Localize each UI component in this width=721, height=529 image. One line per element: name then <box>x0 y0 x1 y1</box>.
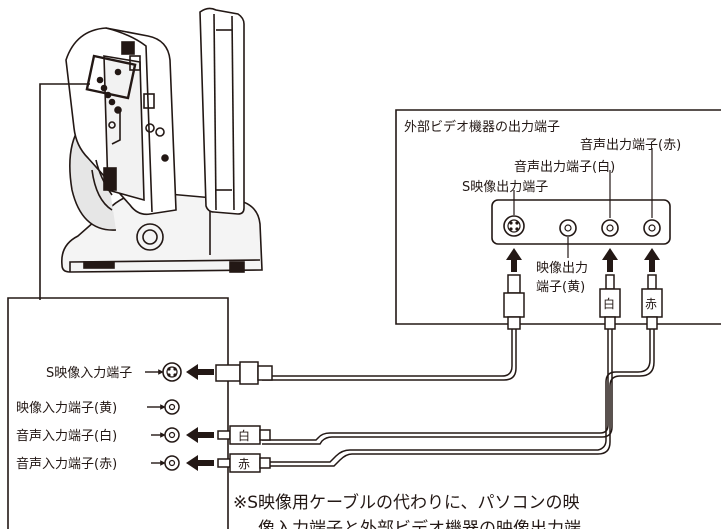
input-jack-highlight-box <box>85 54 137 100</box>
video-out-jack-icon <box>559 219 577 237</box>
video-in-jack-icon <box>164 399 180 415</box>
audio-in-white-jack-icon <box>164 427 180 443</box>
external-device-box <box>395 109 721 325</box>
audio-in-red-label: 音声入力端子(赤) <box>16 456 117 472</box>
s-video-out-label: S映像出力端子 <box>462 180 548 195</box>
plug-tag-white-external: 白 <box>603 296 615 311</box>
audio-out-red-jack-icon <box>643 219 661 237</box>
audio-out-white-label: 音声出力端子(白) <box>514 159 615 175</box>
s-video-out-jack-icon <box>503 215 525 237</box>
audio-red-plug-icon <box>641 274 663 330</box>
note-line-2: 像入力端子と外部ビデオ機器の映像出力端 <box>258 518 581 529</box>
audio-out-white-jack-icon <box>601 219 619 237</box>
plug-tag-red-unit: 赤 <box>238 457 250 471</box>
s-video-in-jack-icon <box>162 362 182 382</box>
s-video-unit-plug-icon <box>215 361 273 385</box>
audio-white-unit-plug-icon <box>217 425 271 445</box>
s-video-plug-icon <box>503 274 525 330</box>
s-video-in-label: S映像入力端子 <box>46 366 132 381</box>
unit-input-panel-box <box>7 297 229 529</box>
leader-line <box>39 83 90 300</box>
output-label-leaders <box>513 148 653 258</box>
output-insert-arrow-icons <box>506 248 660 272</box>
audio-red-unit-plug-icon <box>217 453 271 473</box>
audio-white-plug-icon <box>599 274 621 330</box>
plug-tag-white-unit: 白 <box>238 428 250 443</box>
insert-arrow-icons <box>186 364 214 471</box>
s-video-cable <box>262 329 517 381</box>
plug-tag-red-external: 赤 <box>645 297 657 311</box>
audio-out-red-label: 音声出力端子(赤) <box>580 137 681 153</box>
video-in-yellow-label: 映像入力端子(黄) <box>16 401 117 416</box>
video-out-yellow-label-line1: 映像出力 <box>536 261 588 276</box>
note-line-1: ※S映像用ケーブルの代わりに、パソコンの映 <box>233 492 580 513</box>
monitor-unit-illustration <box>61 7 263 273</box>
audio-in-white-label: 音声入力端子(白) <box>16 428 117 444</box>
audio-in-red-jack-icon <box>164 455 180 471</box>
audio-red-cable <box>262 329 655 467</box>
video-out-yellow-label-line2: 端子(黄) <box>536 280 585 295</box>
external-device-title: 外部ビデオ機器の出力端子 <box>404 119 560 135</box>
output-jack-plate <box>491 199 671 245</box>
audio-white-cable <box>262 329 613 445</box>
